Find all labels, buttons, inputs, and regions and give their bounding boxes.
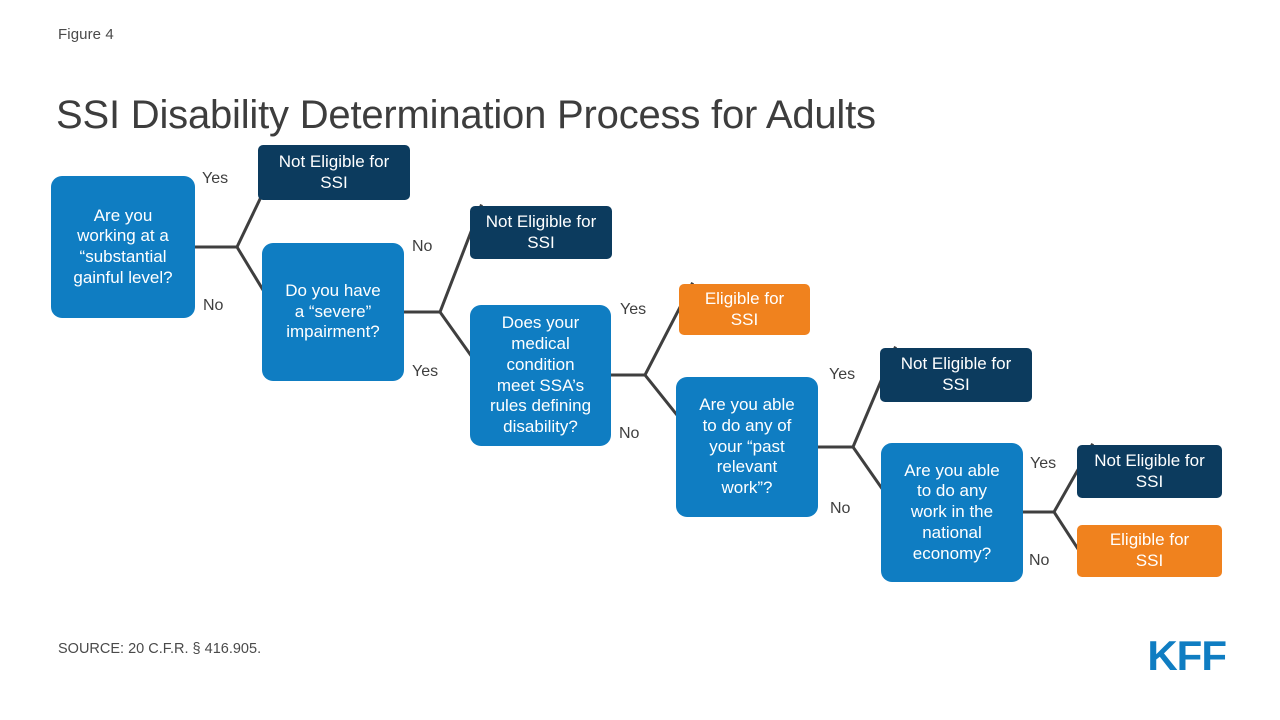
figure-label: Figure 4: [58, 26, 114, 43]
edge-label-q2-yes: Yes: [412, 363, 439, 380]
edge-label-q2-no: No: [412, 238, 433, 255]
edge-label-q5-yes: Yes: [1030, 455, 1057, 472]
edge-label-q3-yes: Yes: [620, 301, 647, 318]
node-q1-working-gainful-level[interactable]: Are you working at a “substantial gainfu…: [51, 176, 195, 318]
node-q4-past-relevant-work[interactable]: Are you able to do any of your “past rel…: [676, 377, 818, 517]
source-note: SOURCE: 20 C.F.R. § 416.905.: [58, 641, 262, 657]
node-t3-eligible[interactable]: Eligible for SSI: [679, 284, 810, 335]
node-t4-not-eligible[interactable]: Not Eligible for SSI: [880, 348, 1032, 402]
node-t1-not-eligible[interactable]: Not Eligible for SSI: [258, 145, 410, 200]
edge-label-q3-no: No: [619, 425, 640, 442]
node-t5-not-eligible[interactable]: Not Eligible for SSI: [1077, 445, 1222, 498]
node-q2-severe-impairment[interactable]: Do you have a “severe” impairment?: [262, 243, 404, 381]
edge-label-q1-yes: Yes: [202, 170, 229, 187]
page-title: SSI Disability Determination Process for…: [56, 92, 876, 137]
edge-label-q4-yes: Yes: [829, 366, 856, 383]
edge-label-q4-no: No: [830, 500, 851, 517]
kff-logo: KFF: [1147, 632, 1227, 679]
node-t6-eligible[interactable]: Eligible for SSI: [1077, 525, 1222, 577]
node-q5-national-economy-work[interactable]: Are you able to do any work in the natio…: [881, 443, 1023, 582]
node-q3-medical-condition-meets-rules[interactable]: Does your medical condition meet SSA’s r…: [470, 305, 611, 446]
node-t2-not-eligible[interactable]: Not Eligible for SSI: [470, 206, 612, 259]
edge-label-q1-no: No: [203, 297, 224, 314]
edge-label-q5-no: No: [1029, 552, 1050, 569]
